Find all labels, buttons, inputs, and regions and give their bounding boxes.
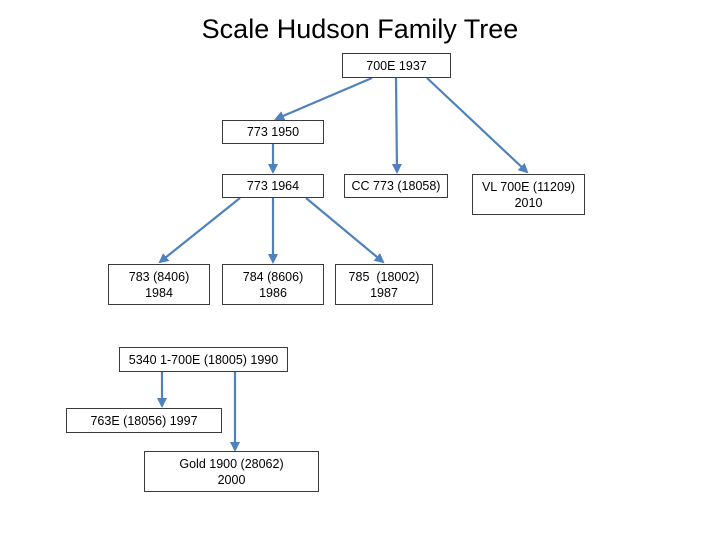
node-gold-1900: Gold 1900 (28062) 2000 [144, 451, 319, 492]
page-title: Scale Hudson Family Tree [201, 14, 519, 44]
arrow-700e-to-vl700e [426, 77, 529, 174]
node-5340: 5340 1-700E (18005) 1990 [119, 347, 288, 372]
node-label: 700E 1937 [366, 58, 427, 73]
node-label: 784 (8606) [242, 269, 304, 284]
node-783: 783 (8406) 1984 [108, 264, 210, 305]
node-vl-700e: VL 700E (11209) 2010 [472, 174, 585, 215]
node-label: CC 773 (18058) [351, 179, 441, 193]
node-700e-1937: 700E 1937 [342, 53, 451, 78]
node-label: Gold 1900 (28062) [179, 456, 284, 471]
arrow-700e-to-cc773 [391, 77, 402, 174]
node-773-1950: 773 1950 [222, 120, 324, 144]
arrow-773-1964-to-783 [158, 197, 241, 264]
arrow-773-1964-to-785 [305, 197, 385, 264]
arrow-700e-to-773-1950 [274, 76, 373, 121]
node-label: 763E (18056) 1997 [90, 413, 198, 428]
node-773-1964: 773 1964 [222, 174, 324, 198]
node-label: 773 1964 [246, 179, 300, 193]
node-label: 783 (8406) [128, 269, 190, 284]
node-year: 1984 [145, 285, 173, 300]
node-label: 5340 1-700E (18005) 1990 [128, 352, 279, 367]
node-label: 785 (18002) [348, 269, 420, 284]
node-785: 785 (18002) 1987 [335, 264, 433, 305]
node-label: 773 1950 [246, 125, 300, 139]
node-year: 1987 [370, 285, 398, 300]
node-year: 2010 [514, 195, 543, 210]
node-784: 784 (8606) 1986 [222, 264, 324, 305]
node-year: 2000 [217, 472, 246, 487]
node-label: VL 700E (11209) [481, 179, 576, 194]
node-year: 1986 [259, 285, 287, 300]
node-763e: 763E (18056) 1997 [66, 408, 222, 433]
node-cc-773: CC 773 (18058) [344, 174, 448, 198]
